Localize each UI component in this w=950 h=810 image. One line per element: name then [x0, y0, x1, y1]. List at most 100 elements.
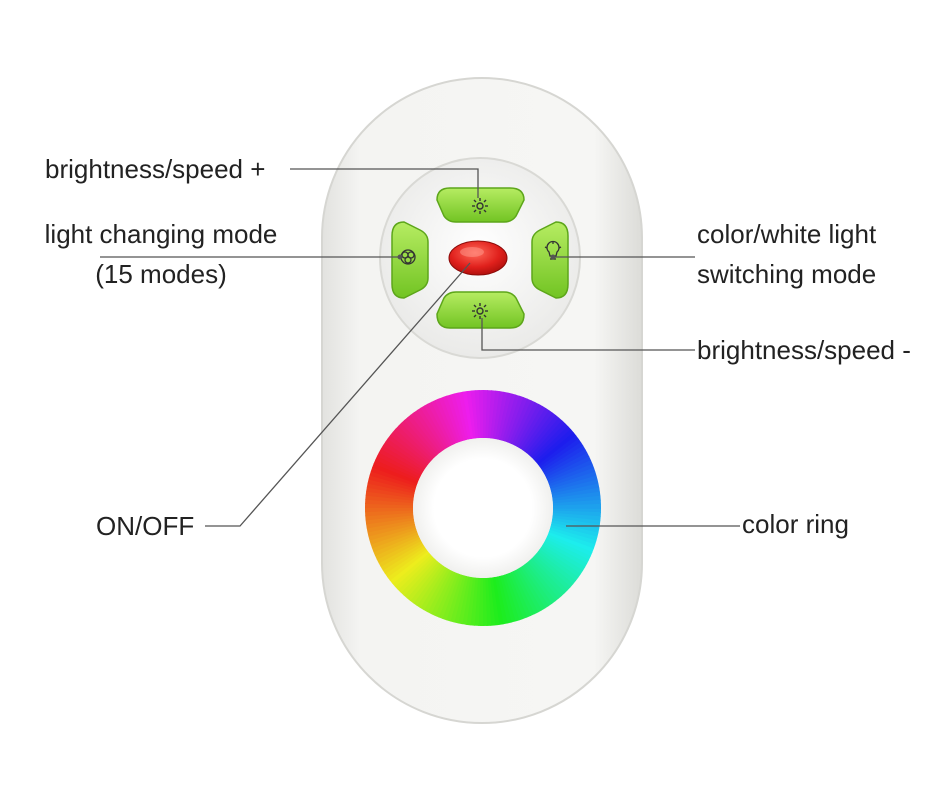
color-ring-segment[interactable]	[511, 570, 535, 617]
color-ring-segment[interactable]	[551, 520, 600, 534]
color-ring-segment[interactable]	[410, 412, 443, 453]
color-ring-segment[interactable]	[519, 566, 549, 609]
color-ring-segment[interactable]	[497, 392, 513, 441]
color-ring-segment[interactable]	[499, 393, 517, 441]
color-ring-segment[interactable]	[550, 475, 598, 492]
color-ring-segment[interactable]	[370, 529, 418, 549]
color-ring-segment[interactable]	[544, 538, 590, 565]
color-ring-segment[interactable]	[547, 531, 594, 553]
color-ring-segment[interactable]	[504, 573, 524, 621]
color-ring-segment[interactable]	[527, 417, 563, 457]
color-ring-segment[interactable]	[547, 463, 595, 485]
color-ring-segment[interactable]	[395, 425, 433, 462]
color-ring-segment[interactable]	[373, 533, 420, 556]
color-ring-segment[interactable]	[453, 575, 469, 624]
color-ring-segment[interactable]	[376, 538, 422, 564]
color-white-button[interactable]	[531, 221, 569, 299]
color-ring-segment[interactable]	[537, 549, 579, 582]
color-ring-segment[interactable]	[387, 548, 428, 581]
color-ring-segment[interactable]	[525, 561, 559, 602]
color-ring-segment[interactable]	[473, 577, 481, 626]
color-ring-segment[interactable]	[521, 564, 553, 607]
color-ring-segment[interactable]	[424, 403, 451, 448]
color-ring-segment[interactable]	[536, 551, 576, 585]
color-ring-segment[interactable]	[370, 466, 418, 487]
color-ring-segment[interactable]	[413, 409, 445, 452]
color-ring-segment[interactable]	[385, 437, 427, 469]
color-ring-segment[interactable]	[518, 405, 547, 449]
color-ring-segment[interactable]	[419, 567, 448, 611]
color-ring-segment[interactable]	[365, 490, 414, 501]
color-ring-segment[interactable]	[438, 396, 460, 444]
color-ring-segment[interactable]	[539, 547, 581, 579]
color-ring-segment[interactable]	[511, 400, 536, 446]
color-ring-segment[interactable]	[506, 572, 528, 620]
color-ring-segment[interactable]	[366, 482, 415, 496]
color-ring-segment[interactable]	[545, 456, 592, 480]
color-ring-segment[interactable]	[378, 448, 423, 476]
color-ring-segment[interactable]	[378, 540, 423, 567]
color-ring-segment[interactable]	[445, 574, 464, 622]
color-ring-segment[interactable]	[533, 426, 572, 462]
color-ring-segment[interactable]	[552, 510, 601, 518]
color-ring-segment[interactable]	[513, 401, 540, 447]
color-ring-segment[interactable]	[375, 455, 421, 480]
color-ring-segment[interactable]	[407, 414, 441, 455]
color-ring-segment[interactable]	[520, 407, 550, 451]
color-ring-segment[interactable]	[417, 407, 447, 450]
color-ring-segment[interactable]	[515, 568, 542, 613]
color-ring-segment[interactable]	[543, 540, 588, 568]
color-ring-segment[interactable]	[366, 486, 415, 499]
color-ring-segment[interactable]	[469, 577, 479, 626]
brightness-down-button[interactable]	[436, 291, 525, 329]
color-ring-segment[interactable]	[435, 398, 458, 445]
color-ring-segment[interactable]	[531, 556, 568, 594]
color-ring-segment[interactable]	[430, 570, 455, 616]
color-ring-segment[interactable]	[492, 391, 505, 440]
color-ring-segment[interactable]	[506, 397, 528, 444]
color-ring-segment[interactable]	[442, 395, 462, 443]
color-ring-segment[interactable]	[536, 432, 577, 466]
color-ring-segment[interactable]	[542, 543, 586, 572]
color-ring-segment[interactable]	[541, 442, 584, 472]
color-ring-segment[interactable]	[504, 395, 525, 443]
color-ring-segment[interactable]	[549, 527, 597, 546]
color-ring-segment[interactable]	[550, 524, 598, 542]
color-ring-segment[interactable]	[438, 572, 460, 619]
color-ring-segment[interactable]	[382, 544, 425, 574]
color-ring-segment[interactable]	[380, 444, 424, 473]
color-ring-segment[interactable]	[397, 556, 435, 593]
color-ring-segment[interactable]	[412, 564, 444, 606]
color-ring-segment[interactable]	[466, 390, 477, 439]
color-ring-segment[interactable]	[495, 391, 509, 440]
color-ring-segment[interactable]	[382, 441, 426, 471]
color-ring-segment[interactable]	[550, 479, 599, 494]
color-ring-segment[interactable]	[552, 503, 601, 509]
color-ring-segment[interactable]	[416, 565, 446, 609]
color-ring-segment[interactable]	[527, 560, 562, 599]
color-ring-segment[interactable]	[390, 431, 430, 465]
color-ring-segment[interactable]	[552, 512, 601, 522]
color-ring-segment[interactable]	[365, 498, 414, 506]
color-ring-segment[interactable]	[470, 390, 479, 439]
color-ring-segment[interactable]	[535, 429, 574, 464]
color-ring-segment[interactable]	[552, 495, 601, 504]
color-ring-segment[interactable]	[515, 403, 543, 448]
color-ring-segment[interactable]	[552, 515, 601, 526]
color-ring-segment[interactable]	[389, 550, 430, 584]
color-ring-segment[interactable]	[372, 463, 419, 485]
color-ring-segment[interactable]	[446, 394, 465, 442]
color-ring-segment[interactable]	[544, 452, 590, 478]
brightness-up-button[interactable]	[436, 187, 525, 223]
color-ring-segment[interactable]	[392, 428, 432, 464]
color-ring-segment[interactable]	[523, 563, 556, 604]
color-ring-segment[interactable]	[369, 526, 417, 545]
color-ring-segment[interactable]	[548, 529, 596, 550]
color-ring-segment[interactable]	[533, 554, 571, 591]
color-ring-segment[interactable]	[457, 576, 471, 625]
color-ring-segment[interactable]	[548, 467, 596, 487]
color-ring-segment[interactable]	[543, 449, 588, 476]
color-ring-segment[interactable]	[501, 574, 520, 622]
mode-button[interactable]	[391, 221, 429, 299]
color-ring-segment[interactable]	[420, 405, 449, 449]
